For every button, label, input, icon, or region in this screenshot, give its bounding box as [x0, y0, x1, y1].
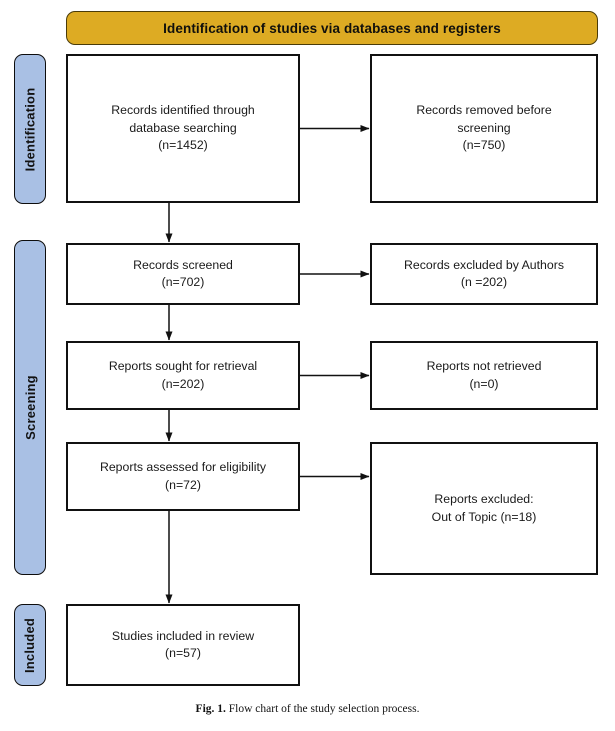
flow-box-records-screened-text: Records screened (n=702) [133, 257, 233, 289]
flow-box-reports-assessed: Reports assessed for eligibility (n=72) [66, 442, 300, 511]
flow-box-reports-sought-text: Reports sought for retrieval (n=202) [108, 359, 258, 391]
flow-box-records-screened: Records screened (n=702) [66, 243, 300, 305]
flow-box-records-excluded-text: Records excluded by Authors (n =202) [404, 257, 564, 289]
flow-box-reports-excluded: Reports excluded: Out of Topic (n=18) [370, 442, 598, 575]
flow-box-records-removed-text: Records removed before screening (n=750) [416, 103, 552, 153]
phase-banner-identification: Identification of studies via databases … [66, 11, 598, 45]
phase-rail-screening-label: Screening [22, 375, 38, 440]
flow-box-records-removed: Records removed before screening (n=750) [370, 54, 598, 203]
phase-rail-screening: Screening [14, 240, 46, 575]
flow-box-records-excluded: Records excluded by Authors (n =202) [370, 243, 598, 305]
flow-box-reports-not-retrieved: Reports not retrieved (n=0) [370, 341, 598, 410]
flow-box-reports-excluded-text: Reports excluded: Out of Topic (n=18) [431, 492, 537, 524]
figure-caption-label: Fig. 1. [195, 703, 226, 715]
flow-box-studies-included-text: Studies included in review (n=57) [111, 628, 255, 660]
flow-box-reports-assessed-text: Reports assessed for eligibility (n=72) [99, 460, 267, 492]
flow-box-reports-sought: Reports sought for retrieval (n=202) [66, 341, 300, 410]
phase-rail-identification-label: Identification [22, 87, 38, 171]
flow-box-records-identified-text: Records identified through database sear… [111, 103, 255, 153]
figure-caption-text: Flow chart of the study selection proces… [228, 703, 420, 715]
flow-box-studies-included: Studies included in review (n=57) [66, 604, 300, 686]
flow-box-reports-not-retrieved-text: Reports not retrieved (n=0) [426, 359, 542, 391]
figure-caption: Fig. 1. Flow chart of the study selectio… [0, 703, 615, 715]
phase-rail-included-label: Included [22, 617, 38, 673]
flow-box-records-identified: Records identified through database sear… [66, 54, 300, 203]
phase-rail-included: Included [14, 604, 46, 686]
phase-rail-identification: Identification [14, 54, 46, 204]
